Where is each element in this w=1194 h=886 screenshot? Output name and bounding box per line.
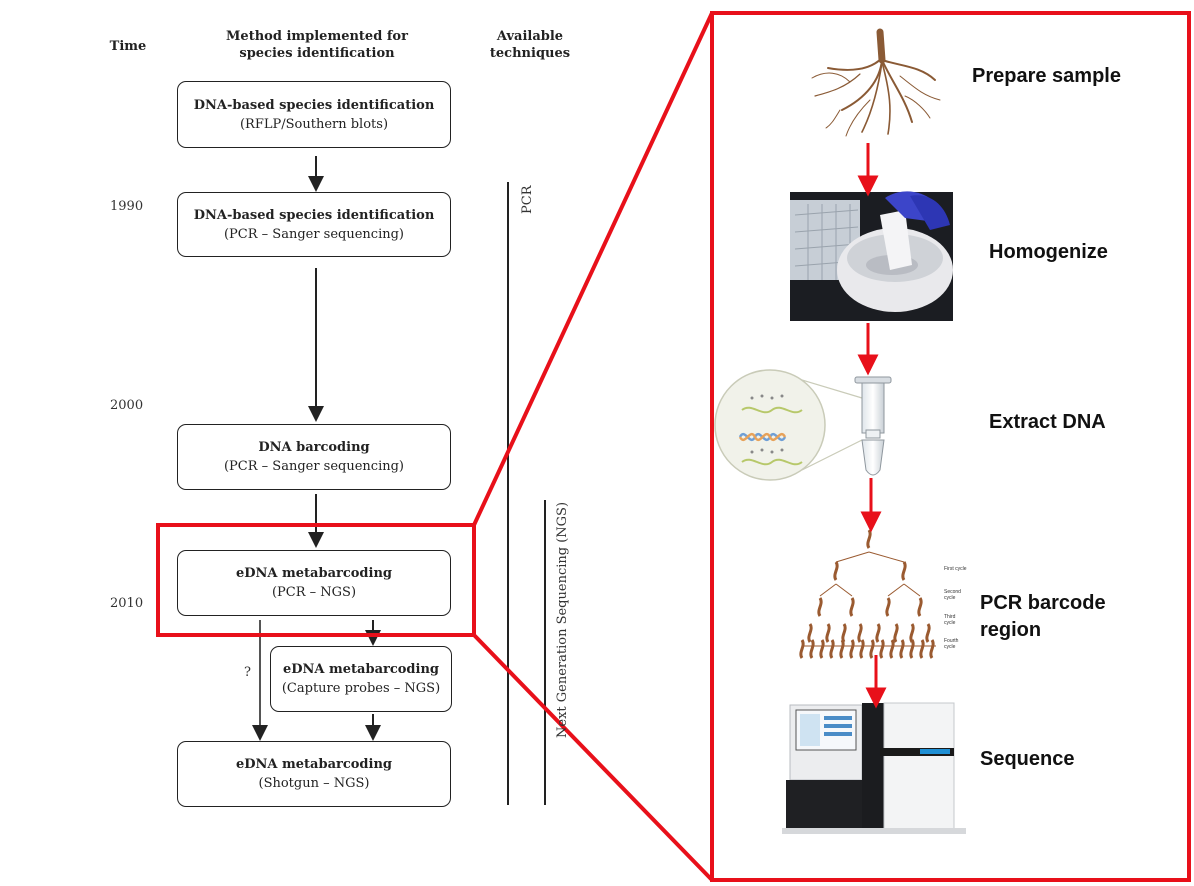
step-sequence: Sequence (980, 748, 1075, 770)
box-title: DNA-based species identification (193, 207, 435, 223)
box-edna-pcr-ngs: eDNA metabarcoding (PCR – NGS) (177, 550, 451, 616)
box-title: eDNA metabarcoding (282, 662, 439, 677)
box-title: eDNA metabarcoding (235, 757, 392, 772)
box-subtitle: (PCR – Sanger sequencing) (223, 226, 405, 242)
technique-pcr: PCR (520, 185, 535, 214)
box-title: eDNA metabarcoding (235, 566, 392, 581)
step-extract-dna: Extract DNA (989, 411, 1106, 433)
zoom-line-bottom (472, 633, 714, 882)
step-prepare-sample: Prepare sample (972, 65, 1121, 87)
box-subtitle: (PCR – NGS) (271, 585, 357, 600)
highlight-box (156, 523, 476, 637)
box-edna-capture: eDNA metabarcoding (Capture probes – NGS… (270, 646, 452, 712)
technique-ngs: Next Generation Sequencing (NGS) (555, 501, 570, 738)
box-rflp: DNA-based species identification (RFLP/S… (177, 81, 451, 148)
box-subtitle: (PCR – Sanger sequencing) (223, 459, 405, 474)
box-dna-barcoding: DNA barcoding (PCR – Sanger sequencing) (177, 424, 451, 490)
pcr-cycle-label: First cycle (944, 566, 967, 572)
year-1990: 1990 (110, 199, 144, 214)
roots-image (811, 28, 941, 137)
pcr-cycle-label: Third cycle (944, 614, 956, 626)
pcr-amplification-image (799, 529, 936, 659)
box-subtitle: (RFLP/Southern blots) (239, 116, 389, 132)
question-mark: ? (244, 665, 251, 680)
workflow-panel (710, 11, 1191, 882)
pcr-cycle-label: Second cycle (944, 589, 961, 601)
box-title: DNA-based species identification (193, 97, 435, 113)
box-subtitle: (Capture probes – NGS) (281, 681, 441, 696)
homogenize-photo (790, 191, 953, 321)
box-edna-shotgun: eDNA metabarcoding (Shotgun – NGS) (177, 741, 451, 807)
extract-dna-image (714, 369, 892, 481)
year-2000: 2000 (110, 398, 144, 413)
step-homogenize: Homogenize (989, 241, 1108, 263)
step-pcr-barcode: PCR barcode region (980, 592, 1106, 641)
year-2010: 2010 (110, 596, 144, 611)
header-method: Method implemented for species identific… (226, 29, 408, 61)
pcr-cycle-label: Fourth cycle (944, 638, 959, 650)
box-pcr-sanger: DNA-based species identification (PCR – … (177, 192, 451, 257)
header-time: Time (109, 39, 147, 54)
box-subtitle: (Shotgun – NGS) (258, 776, 370, 791)
sequencer-image (782, 702, 966, 834)
box-title: DNA barcoding (258, 440, 370, 455)
zoom-line-top (472, 12, 714, 526)
header-techniques: Available techniques (489, 29, 571, 61)
